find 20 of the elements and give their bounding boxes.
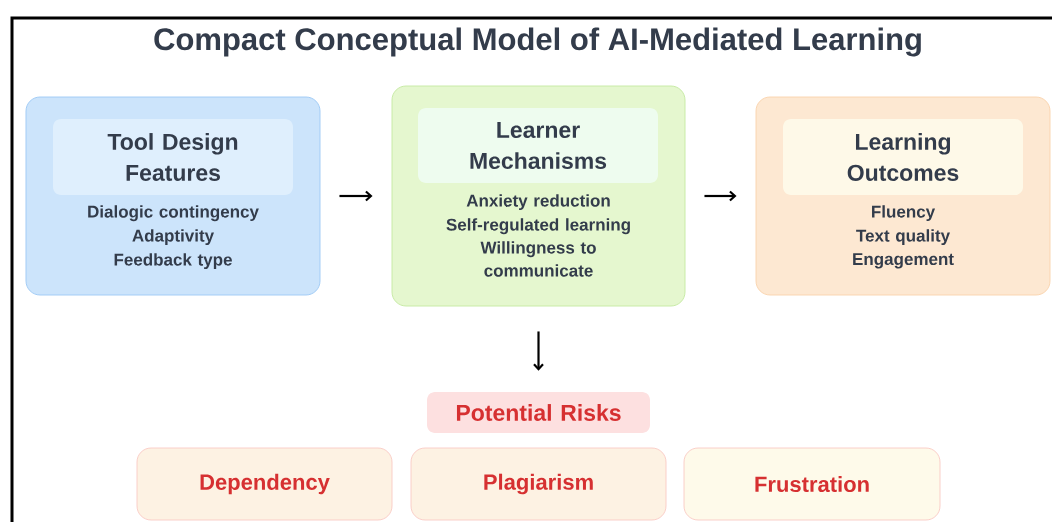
card-heading: Tool Design Features: [53, 119, 293, 195]
list-item: Adaptivity: [132, 229, 214, 246]
title: Compact Conceptual Model of AI-Mediated Learning: [154, 27, 921, 57]
risk-box: Plagiarism: [410, 447, 667, 521]
list-item: Dialogic contingency: [88, 205, 259, 222]
arrow: [704, 190, 737, 202]
risk-box: Dependency: [136, 447, 393, 521]
card-heading: Learner Mechanisms: [418, 108, 658, 183]
arrow: [533, 331, 544, 371]
card-heading: Learning Outcomes: [783, 119, 1023, 195]
list-item: Fluency: [872, 205, 936, 222]
list-item: Engagement: [853, 253, 954, 269]
list-item: Feedback type: [114, 253, 232, 270]
arrow: [339, 190, 373, 202]
list-item: Willingness to communicate: [480, 241, 596, 277]
list-item: Text quality: [856, 229, 950, 246]
risk-heading: Potential Risks: [427, 392, 650, 433]
list-item: Anxiety reduction: [466, 194, 610, 211]
list-item: Self-regulated learning: [446, 218, 630, 235]
risk-box: Frustration: [683, 447, 941, 521]
